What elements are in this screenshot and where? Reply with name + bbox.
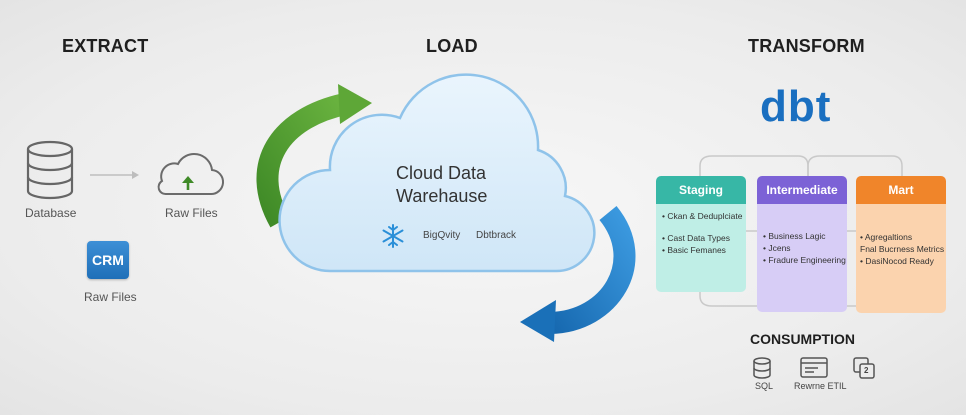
green-load-arrow	[256, 84, 372, 228]
stack-icon	[853, 357, 875, 379]
load-heading: LOAD	[426, 36, 478, 56]
extract-heading: EXTRACT	[62, 36, 149, 56]
stage-item: • Basic Femanes	[662, 245, 726, 255]
warehouse-title-line2: Warehause	[396, 186, 488, 206]
dbt-logo: dbt	[760, 82, 832, 131]
stage-card-staging: Staging • Ckan & Deduplciate • Cast Data…	[656, 176, 746, 292]
stage-card-body: • Agregaltions Fnal Bucrness Metrics • D…	[856, 204, 946, 313]
stage-item: • Jcens	[763, 243, 791, 253]
databricks-logo-text: Dbtbrack	[476, 230, 517, 241]
extract-arrow	[90, 171, 139, 179]
cloud-upload-icon	[157, 153, 224, 196]
warehouse-title-line1: Cloud Data	[396, 163, 487, 183]
stage-card-header: Mart	[856, 176, 946, 204]
stage-item: • Fradure Engineering	[763, 255, 846, 265]
blue-transform-arrow	[520, 206, 636, 342]
stage-item: • DasiNocod Ready	[860, 256, 934, 266]
stage-item: Fnal Bucrness Metrics	[860, 244, 945, 254]
database-label: Database	[25, 206, 77, 220]
crm-icon: CRM	[87, 241, 129, 279]
sql-icon	[753, 357, 771, 379]
consumption-heading: CONSUMPTION	[750, 331, 855, 347]
warehouse-title: Cloud Data Warehause	[396, 162, 487, 208]
stage-card-mart: Mart • Agregaltions Fnal Bucrness Metric…	[856, 176, 946, 313]
stage-card-body: • Ckan & Deduplciate • Cast Data Types •…	[656, 204, 746, 292]
stage-card-header: Intermediate	[757, 176, 847, 204]
crm-raw-files-label: Raw Files	[84, 290, 137, 304]
transform-heading: TRANSFORM	[748, 36, 865, 56]
stack-badge: 2	[864, 366, 869, 375]
raw-files-label: Raw Files	[165, 206, 218, 220]
stage-item: • Ckan & Deduplciate	[662, 211, 743, 221]
crm-text: CRM	[92, 252, 124, 268]
stage-card-body: • Business Lagic • Jcens • Fradure Engin…	[757, 204, 847, 312]
cloud-data-warehouse	[278, 73, 596, 273]
stage-card-header: Staging	[656, 176, 746, 204]
database-icon	[26, 140, 74, 200]
stage-item: • Business Lagic	[763, 231, 826, 241]
etl-window-icon	[800, 357, 828, 378]
stage-item: • Agregaltions	[860, 232, 913, 242]
bigquery-logo-text: BigQvity	[423, 230, 461, 241]
stage-item: • Cast Data Types	[662, 233, 731, 243]
etl-label: Rewrne ETIL	[794, 381, 847, 391]
sql-label: SQL	[755, 381, 774, 391]
snowflake-icon	[382, 224, 404, 248]
stage-card-intermediate: Intermediate • Business Lagic • Jcens • …	[757, 176, 847, 312]
